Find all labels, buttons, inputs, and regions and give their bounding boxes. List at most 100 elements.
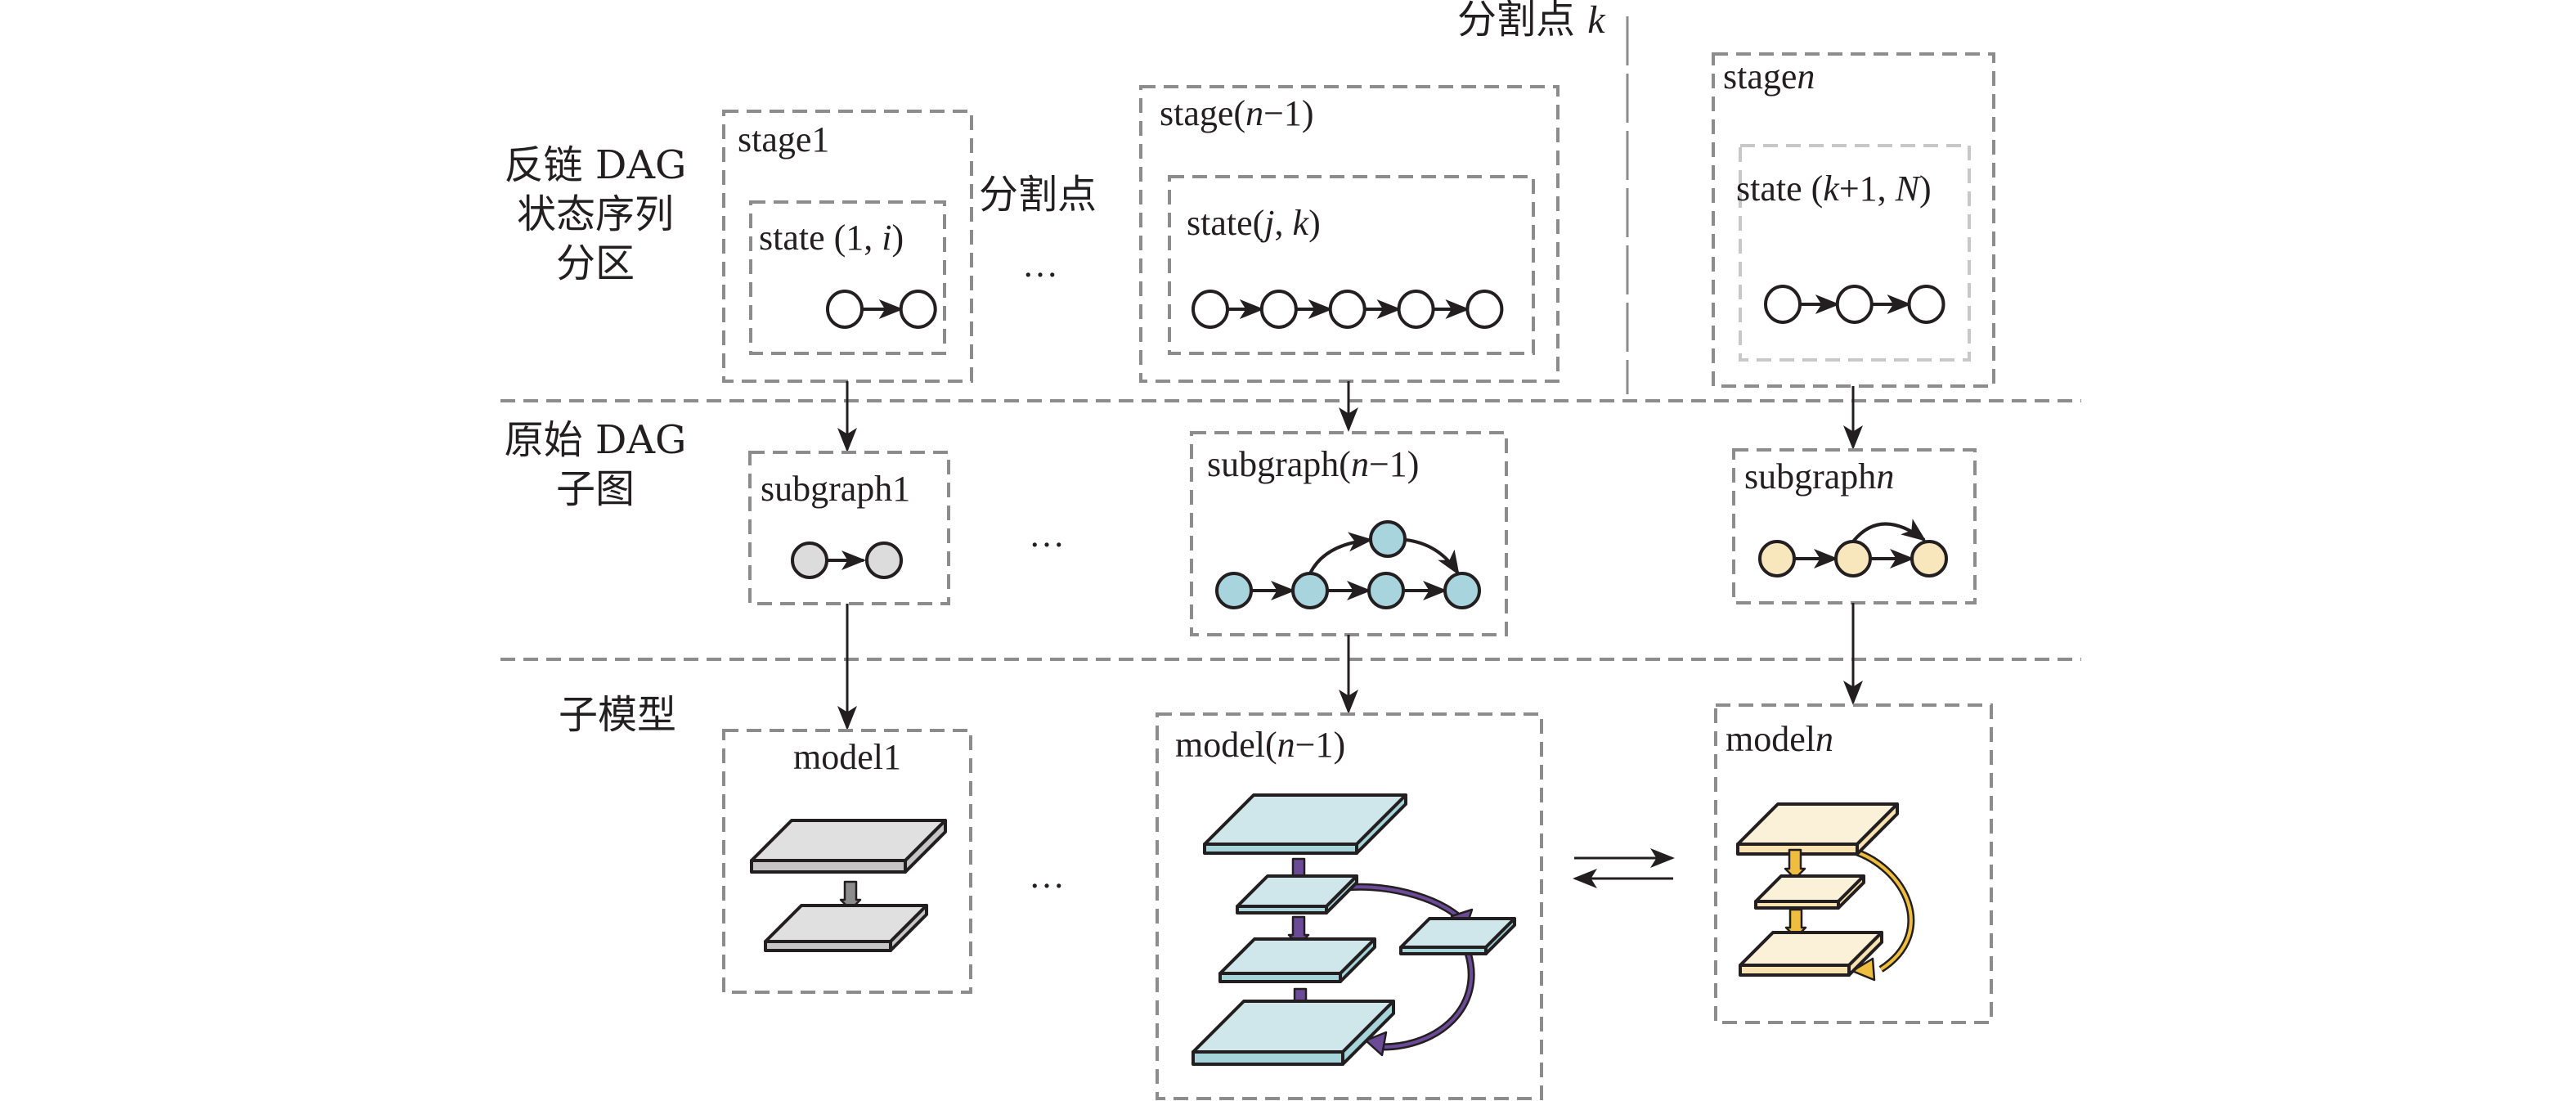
subgraph-node bbox=[1758, 540, 1796, 577]
layer-flow-arrow bbox=[1784, 848, 1806, 880]
split-point-k-label: 分割点 k bbox=[1457, 0, 1606, 43]
exchange-arrows bbox=[1573, 848, 1675, 888]
subgraph-n-minus-1-suffix: −1) bbox=[1369, 444, 1419, 484]
state-node bbox=[1397, 290, 1435, 329]
model-1-box bbox=[722, 729, 972, 994]
state-1-label: state (1, i) bbox=[759, 218, 904, 258]
subgraph-n: subgraphn bbox=[1732, 448, 1977, 604]
subgraph-node bbox=[1367, 572, 1405, 609]
state-1-prefix: state (1, bbox=[759, 218, 882, 258]
model-n-minus-1-prefix: model( bbox=[1175, 725, 1277, 765]
state-node bbox=[1764, 285, 1802, 324]
row-label-submodel: 子模型 bbox=[559, 692, 676, 738]
model-n-minus-1-label: model(n−1) bbox=[1175, 725, 1345, 765]
split-point-label: 分割点 bbox=[979, 172, 1097, 218]
skip-connection bbox=[1851, 849, 1913, 971]
row-label-original: 原始 DAG 子图 bbox=[505, 417, 687, 512]
state-node bbox=[1259, 290, 1298, 329]
subgraph-n-minus-1-graph bbox=[1215, 520, 1481, 609]
row-label-original-line2: 子图 bbox=[556, 466, 635, 512]
model-n-layers bbox=[1736, 802, 1915, 982]
stage-n-minus-1-var: n bbox=[1245, 93, 1263, 133]
state-j-k-suffix: ) bbox=[1308, 203, 1321, 243]
ellipsis-models: … bbox=[1029, 856, 1065, 896]
state-node bbox=[1328, 290, 1367, 329]
state-1-chain bbox=[826, 290, 937, 329]
model-1-layers bbox=[750, 819, 947, 952]
state-k-N-box bbox=[1739, 144, 1971, 362]
subgraph-n-minus-1-label: subgraph(n−1) bbox=[1207, 444, 1419, 484]
stage-n-var: n bbox=[1797, 56, 1815, 97]
skip-connection-outline bbox=[1381, 951, 1475, 1051]
model-n-box bbox=[1714, 703, 1993, 1024]
layer-front bbox=[1739, 964, 1851, 977]
model-n-minus-1-layers bbox=[1192, 793, 1516, 1066]
subgraph-1-label: subgraph1 bbox=[761, 469, 910, 509]
subgraph-edge bbox=[1308, 532, 1373, 574]
subgraph-edge bbox=[1405, 538, 1460, 576]
subgraph-n-minus-1-var: n bbox=[1351, 444, 1369, 484]
layer-front bbox=[764, 940, 892, 952]
skip-connection bbox=[1381, 952, 1474, 1049]
state-1-suffix: ) bbox=[892, 218, 904, 258]
state-k-N-chain bbox=[1764, 285, 1945, 324]
ellipsis-stages: … bbox=[1022, 245, 1058, 285]
split-point-k-var: k bbox=[1587, 0, 1606, 42]
state-node bbox=[1835, 285, 1874, 324]
model-n-minus-1-suffix: −1) bbox=[1295, 725, 1345, 765]
row-label-original-line1: 原始 DAG bbox=[505, 417, 687, 463]
model-1-label: model1 bbox=[793, 737, 901, 777]
state-node bbox=[1465, 290, 1504, 329]
model-1: model1 bbox=[722, 729, 972, 994]
stage-1: stage1 state (1, i) bbox=[722, 110, 973, 383]
state-1-var: i bbox=[882, 218, 891, 258]
stage-n-minus-1: stage(n−1) state(j, k) bbox=[1139, 85, 1560, 383]
layer-front bbox=[1236, 905, 1328, 915]
subgraph-node bbox=[1215, 572, 1253, 609]
state-node bbox=[826, 290, 864, 329]
layer-front bbox=[1203, 843, 1358, 855]
stage-n-box bbox=[1712, 52, 1995, 388]
layer-front bbox=[1399, 946, 1488, 955]
subgraph-n-var: n bbox=[1876, 456, 1894, 497]
state-j-k-box bbox=[1168, 175, 1535, 355]
subgraph-1: subgraph1 bbox=[748, 451, 950, 605]
model-n-label: modeln bbox=[1726, 719, 1833, 759]
model-n-minus-1-var: n bbox=[1277, 725, 1295, 765]
state-j-k-sep: , bbox=[1275, 203, 1293, 243]
row-label-antichain-line2: 状态序列 bbox=[517, 191, 674, 237]
model-n-prefix: model bbox=[1726, 719, 1815, 759]
subgraph-node bbox=[791, 542, 828, 579]
row-label-antichain: 反链 DAG 状态序列 分区 bbox=[505, 142, 687, 286]
subgraph-1-box bbox=[748, 451, 950, 605]
state-k-N-mid: +1, bbox=[1839, 169, 1896, 209]
stage-1-label: stage1 bbox=[738, 119, 829, 160]
state-node bbox=[1192, 290, 1229, 329]
state-k-N-var1: k bbox=[1823, 169, 1840, 209]
split-point-k-text: 分割点 bbox=[1457, 0, 1587, 43]
state-k-N-suffix: ) bbox=[1919, 169, 1932, 209]
row-label-antichain-line1: 反链 DAG bbox=[505, 142, 687, 188]
subgraph-node bbox=[1291, 572, 1329, 609]
state-k-N-prefix: state ( bbox=[1736, 169, 1823, 209]
subgraph-node bbox=[865, 542, 903, 579]
model-n-minus-1-box bbox=[1156, 712, 1543, 1100]
row-label-antichain-line3: 分区 bbox=[556, 240, 635, 286]
model-n-minus-1: model(n−1) bbox=[1156, 712, 1543, 1100]
state-1-box bbox=[749, 200, 946, 355]
state-j-k-prefix: state( bbox=[1187, 203, 1264, 243]
subgraph-n-label: subgraphn bbox=[1744, 456, 1894, 497]
subgraph-n-graph bbox=[1758, 519, 1948, 577]
skip-connection-head bbox=[1851, 957, 1876, 982]
layer-front bbox=[1754, 900, 1840, 910]
subgraph-n-minus-1: subgraph(n−1) bbox=[1190, 431, 1508, 636]
layer-front bbox=[1192, 1050, 1344, 1066]
stage-n-prefix: stage bbox=[1723, 56, 1797, 97]
layer-front bbox=[750, 859, 907, 874]
subgraph-n-minus-1-prefix: subgraph( bbox=[1207, 444, 1351, 484]
state-k-N-label: state (k+1, N) bbox=[1736, 169, 1932, 209]
state-j-k-var2: k bbox=[1293, 203, 1310, 243]
subgraph-edge bbox=[1851, 519, 1927, 543]
subgraph-node bbox=[1443, 572, 1481, 609]
